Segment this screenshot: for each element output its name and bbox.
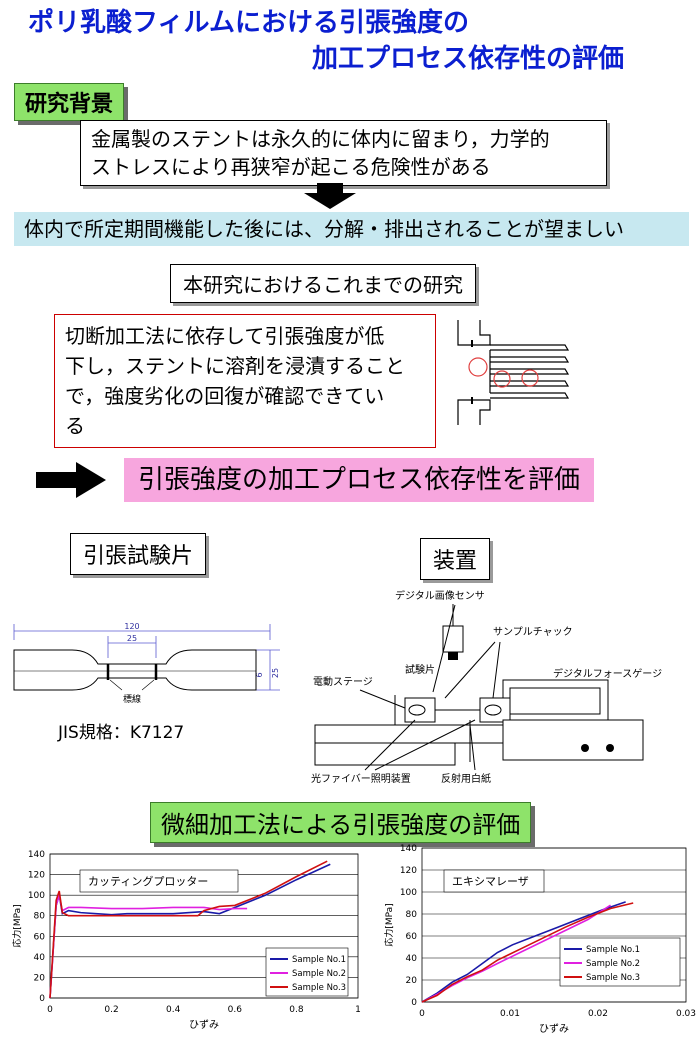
x-tick-label: 0.2 — [104, 1005, 118, 1015]
chart-excimer-laser: 0 20 40 60 80 100 120 140 0 0.01 0.02 0.03 ひずみ 応力[MPa… — [383, 844, 696, 1035]
y-axis-label: 応力[MPa] — [11, 904, 23, 947]
sensor-label: デジタル画像センサ — [395, 589, 485, 602]
marker-label: 標線 — [123, 693, 141, 705]
y-tick-label: 60 — [34, 932, 46, 942]
background-heading: 研究背景 — [14, 83, 125, 121]
down-arrow-icon — [304, 183, 356, 209]
x-tick-label: 0.4 — [166, 1005, 181, 1015]
apparatus-heading: 装置 — [420, 538, 491, 580]
legend-entry: Sample No.1 — [586, 945, 640, 955]
x-tick-label: 0.02 — [588, 1009, 608, 1019]
chart-title-box — [443, 869, 545, 893]
title-line-1: ポリ乳酸フィルムにおける引張強度の — [28, 8, 469, 38]
x-tick-label: 0.8 — [289, 1005, 304, 1015]
y-tick-label: 100 — [28, 891, 45, 901]
requirement-band: 体内で所定期間機能した後には、分解・排出されることが望ましい — [14, 212, 689, 246]
chart-title: カッティングプロッター — [88, 874, 208, 888]
dim-total-label: 120 — [124, 622, 139, 631]
y-tick-label: 0 — [39, 994, 45, 1004]
legend-entry: Sample No.3 — [586, 973, 640, 983]
legend-entry: Sample No.1 — [292, 955, 346, 965]
stage-label: 電動ステージ — [313, 675, 373, 688]
y-tick-label: 0 — [411, 998, 417, 1008]
x-axis-label: ひずみ — [539, 1023, 569, 1035]
prior-heading: 本研究におけるこれまでの研究 — [170, 264, 476, 303]
legend-entry: Sample No.2 — [292, 969, 346, 979]
y-tick-label: 40 — [406, 954, 418, 964]
y-tick-label: 80 — [34, 912, 46, 922]
y-tick-label: 40 — [34, 953, 46, 963]
x-tick-label: 0.01 — [500, 1009, 520, 1019]
goal-band: 引張強度の加工プロセス依存性を評価 — [124, 458, 595, 502]
gauge-label: デジタルフォースゲージ — [553, 667, 662, 680]
jis-standard: JIS規格：K7127 — [58, 723, 185, 743]
problem-statement: 金属製のステントは永久的に体内に留まり，力学的 ストレスにより再狭窄が起こる危険… — [80, 120, 607, 186]
y-axis-label: 応力[MPa] — [383, 903, 395, 946]
dim-width-label: 6 — [255, 672, 264, 677]
prior-line-3: で，強度劣化の回復が確認できてい — [65, 384, 385, 408]
series-line — [49, 860, 328, 999]
plot-frame — [49, 853, 359, 999]
problem-line-2: ストレスにより再狭窄が起こる危険性がある — [91, 155, 491, 179]
x-tick-label: 1 — [355, 1005, 361, 1015]
legend-entry: Sample No.2 — [586, 959, 640, 969]
chuck-label: サンプルチャック — [493, 626, 573, 638]
y-tick-label: 140 — [400, 844, 417, 854]
chart-title-box — [79, 869, 239, 893]
right-arrow-icon — [36, 462, 106, 498]
y-tick-label: 80 — [406, 910, 418, 920]
results-heading: 微細加工法による引張強度の評価 — [150, 802, 532, 843]
prior-line-1: 切断加工法に依存して引張強度が低 — [65, 324, 385, 348]
specimen-drawing: 120 25 25 6 標線 — [13, 622, 280, 705]
x-tick-label: 0 — [47, 1005, 53, 1015]
series-line — [421, 902, 634, 1003]
prior-line-2: 下し，ステントに溶剤を浸漬すること — [65, 354, 405, 378]
y-tick-label: 20 — [34, 973, 46, 983]
specimen-heading: 引張試験片 — [70, 533, 207, 575]
series-line — [49, 894, 248, 999]
y-tick-label: 120 — [400, 866, 417, 876]
chart-title: エキシマレーザ — [452, 875, 529, 888]
problem-line-1: 金属製のステントは永久的に体内に留まり，力学的 — [91, 127, 550, 151]
legend-entry: Sample No.3 — [292, 983, 346, 993]
dim-gauge-label: 25 — [127, 634, 137, 643]
dim-height-label: 25 — [271, 668, 280, 678]
title-line-2: 加工プロセス依存性の評価 — [312, 44, 625, 74]
x-tick-label: 0 — [419, 1009, 425, 1019]
series-line — [421, 901, 626, 1003]
paper-label: 反射用白紙 — [441, 772, 491, 785]
specimen-label: 試験片 — [405, 663, 435, 676]
plot-frame — [421, 847, 687, 1003]
y-tick-label: 20 — [406, 976, 418, 986]
prior-line-4: る — [65, 414, 85, 438]
fiber-label: 光ファイバー照明装置 — [311, 772, 411, 785]
chart-cutting-plotter: 0 20 40 60 80 100 120 140 0 0.2 0.4 0.6 0.8 1 ひずみ 応力[MP… — [11, 850, 361, 1031]
prior-summary: 切断加工法に依存して引張強度が低 下し，ステントに溶剤を浸漬すること で，強度劣… — [54, 314, 436, 448]
stent-drawing — [457, 320, 570, 425]
x-tick-label: 0.6 — [228, 1005, 243, 1015]
x-axis-label: ひずみ — [189, 1019, 219, 1031]
x-tick-label: 0.03 — [676, 1009, 696, 1019]
y-tick-label: 120 — [28, 871, 45, 881]
y-tick-label: 60 — [406, 932, 418, 942]
y-tick-label: 140 — [28, 850, 45, 860]
y-tick-label: 100 — [400, 888, 417, 898]
apparatus-drawing: デジタル画像センサ サンプルチャック 試験片 電動ステージ デジタルフォースゲー… — [311, 589, 662, 785]
